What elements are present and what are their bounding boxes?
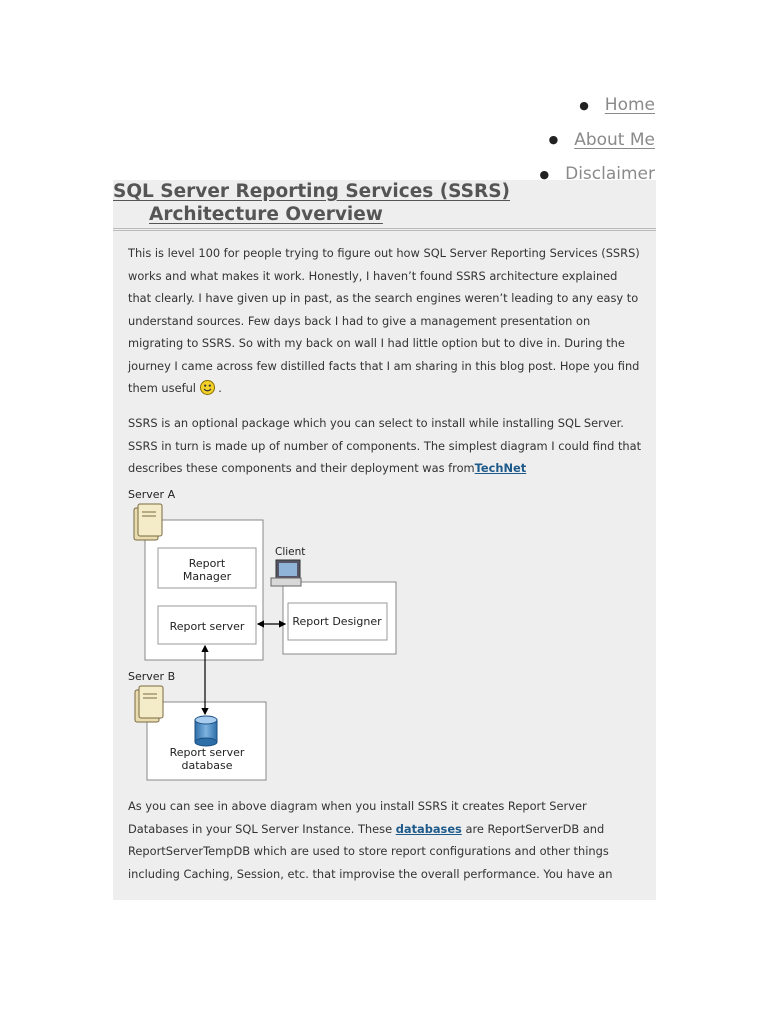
report-manager-label-1: Report [189,557,226,570]
paragraph-databases-text-a: As you can see in above diagram when you… [128,799,587,836]
paragraph-databases: As you can see in above diagram when you… [128,795,643,885]
nav-item-about: ● About Me [540,123,655,158]
technet-link[interactable]: TechNet [474,461,527,475]
report-server-box [157,605,257,645]
nav-link-about-me[interactable]: About Me [574,129,655,150]
bullet-icon: ● [539,167,550,181]
paragraph-databases-text-b: are ReportServerDB and ReportServerTempD… [128,821,613,881]
report-designer-label: Report Designer [292,615,382,628]
server-b-label: Server B [128,670,175,683]
nav-item-disclaimer: ● Disclaimer [540,157,656,192]
server-a-label: Server A [128,488,176,501]
smiley-face-icon [199,380,215,395]
ssrs-architecture-diagram: Server A Report Manager Report server Cl… [128,488,397,781]
report-server-label: Report server [170,620,245,633]
paragraph-intro: This is level 100 for people trying to f… [128,242,643,400]
paragraph-intro-end: . [218,381,222,395]
db-label-2: database [182,759,233,772]
nav-link-disclaimer[interactable]: Disclaimer [565,164,655,185]
post-title: SQL Server Reporting Services (SSRS) Arc… [113,180,633,226]
nav-link-home[interactable]: Home [604,95,655,116]
client-computer-icon [270,559,302,587]
top-navigation: ● Home ● About Me ● Disclaimer [540,88,656,192]
paragraph-ssrs: SSRS is an optional package which you ca… [128,412,643,480]
report-manager-label-2: Manager [183,570,232,583]
title-divider [113,230,656,231]
title-divider [113,228,656,229]
client-label: Client [275,546,305,558]
post-title-line1: SQL Server Reporting Services (SSRS) [113,181,511,202]
bullet-icon: ● [548,133,559,147]
server-tower-icon [133,503,163,541]
paragraph-ssrs-text: SSRS is an optional package which you ca… [128,416,642,475]
post-title-line2: Architecture Overview [149,204,383,225]
database-cylinder-icon [194,715,218,747]
post-title-link[interactable]: SQL Server Reporting Services (SSRS) Arc… [113,181,633,226]
paragraph-intro-text: This is level 100 for people trying to f… [128,246,640,395]
report-manager-box [157,547,257,589]
server-tower-icon [134,685,164,723]
db-label-1: Report server [170,746,245,759]
report-designer-box [287,602,388,641]
post-body: This is level 100 for people trying to f… [128,242,643,881]
bullet-icon: ● [579,98,589,112]
databases-link[interactable]: databases [395,821,462,836]
nav-item-home: ● Home [540,88,655,123]
